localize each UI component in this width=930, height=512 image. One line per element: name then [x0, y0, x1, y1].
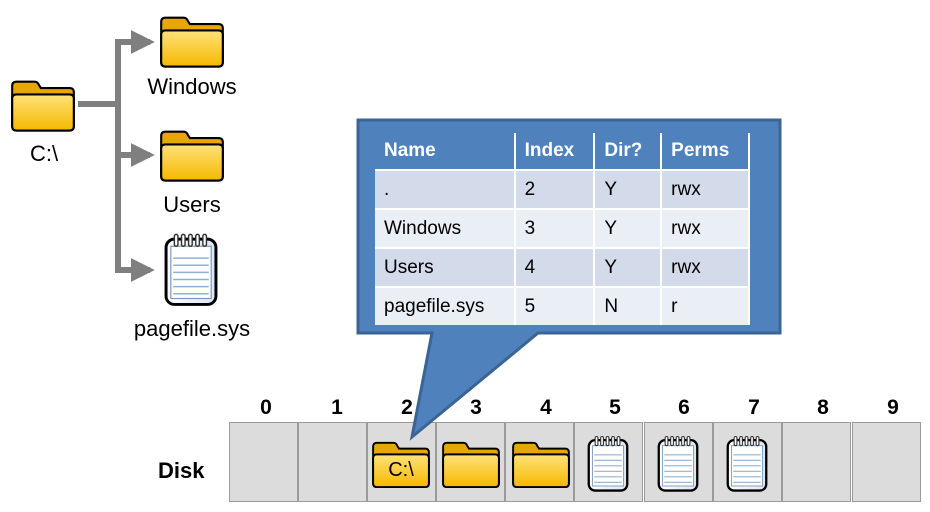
windows-label: Windows [147, 74, 237, 99]
cell-dir: Y [594, 169, 663, 209]
cell-index: 2 [514, 169, 596, 209]
cell-index: 5 [514, 286, 596, 325]
table-row: Users 4 Y rwx [375, 247, 750, 287]
root-label: C:\ [29, 141, 59, 166]
cell-dir: N [594, 286, 663, 325]
table-row: Windows 3 Y rwx [375, 208, 750, 248]
block-number-0: 0 [260, 396, 272, 419]
table-header-row: Name Index Dir? Perms [375, 133, 750, 170]
block-number-9: 9 [887, 396, 899, 419]
disk-label: Disk [158, 458, 205, 483]
cell-dir: Y [594, 247, 663, 287]
block-number-4: 4 [540, 396, 552, 419]
block-number-7: 7 [748, 396, 760, 419]
cell-perms: r [661, 286, 750, 325]
block-number-2: 2 [401, 396, 413, 419]
pagefile-notepad-icon [164, 232, 218, 307]
pagefile-label: pagefile.sys [133, 316, 251, 341]
users-label: Users [163, 192, 221, 217]
column-header-name: Name [375, 133, 516, 170]
block-number-3: 3 [470, 396, 482, 419]
cell-name: pagefile.sys [375, 286, 516, 325]
block-number-1: 1 [331, 396, 343, 419]
column-header-index: Index [514, 133, 596, 170]
cell-name: . [375, 169, 516, 209]
disk-block-3-folder-icon [442, 441, 500, 489]
users-folder-icon [160, 130, 224, 182]
cell-name: Windows [375, 208, 516, 248]
column-header-perms: Perms [661, 133, 750, 170]
disk-block-6-notepad-icon [657, 435, 699, 492]
cell-perms: rwx [661, 247, 750, 287]
table-row: pagefile.sys 5 N r [375, 286, 750, 325]
cell-dir: Y [594, 208, 663, 248]
column-header-dir: Dir? [594, 133, 663, 170]
block-number-8: 8 [817, 396, 829, 419]
block-number-6: 6 [678, 396, 690, 419]
cell-perms: rwx [661, 169, 750, 209]
tree-connectors [78, 30, 155, 282]
windows-folder-icon [160, 16, 224, 68]
cell-perms: rwx [661, 208, 750, 248]
cell-index: 3 [514, 208, 596, 248]
disk-root-label: C:\ [388, 459, 414, 481]
disk-block-5-notepad-icon [587, 435, 629, 492]
block-number-5: 5 [609, 396, 621, 419]
root-folder-icon [11, 80, 75, 132]
cell-name: Users [375, 247, 516, 287]
directory-table: Name Index Dir? Perms . 2 Y rwx Windows … [375, 133, 750, 325]
disk-block-7-notepad-icon [726, 435, 768, 492]
disk-block-4-folder-icon [512, 441, 570, 489]
cell-index: 4 [514, 247, 596, 287]
table-row: . 2 Y rwx [375, 169, 750, 209]
